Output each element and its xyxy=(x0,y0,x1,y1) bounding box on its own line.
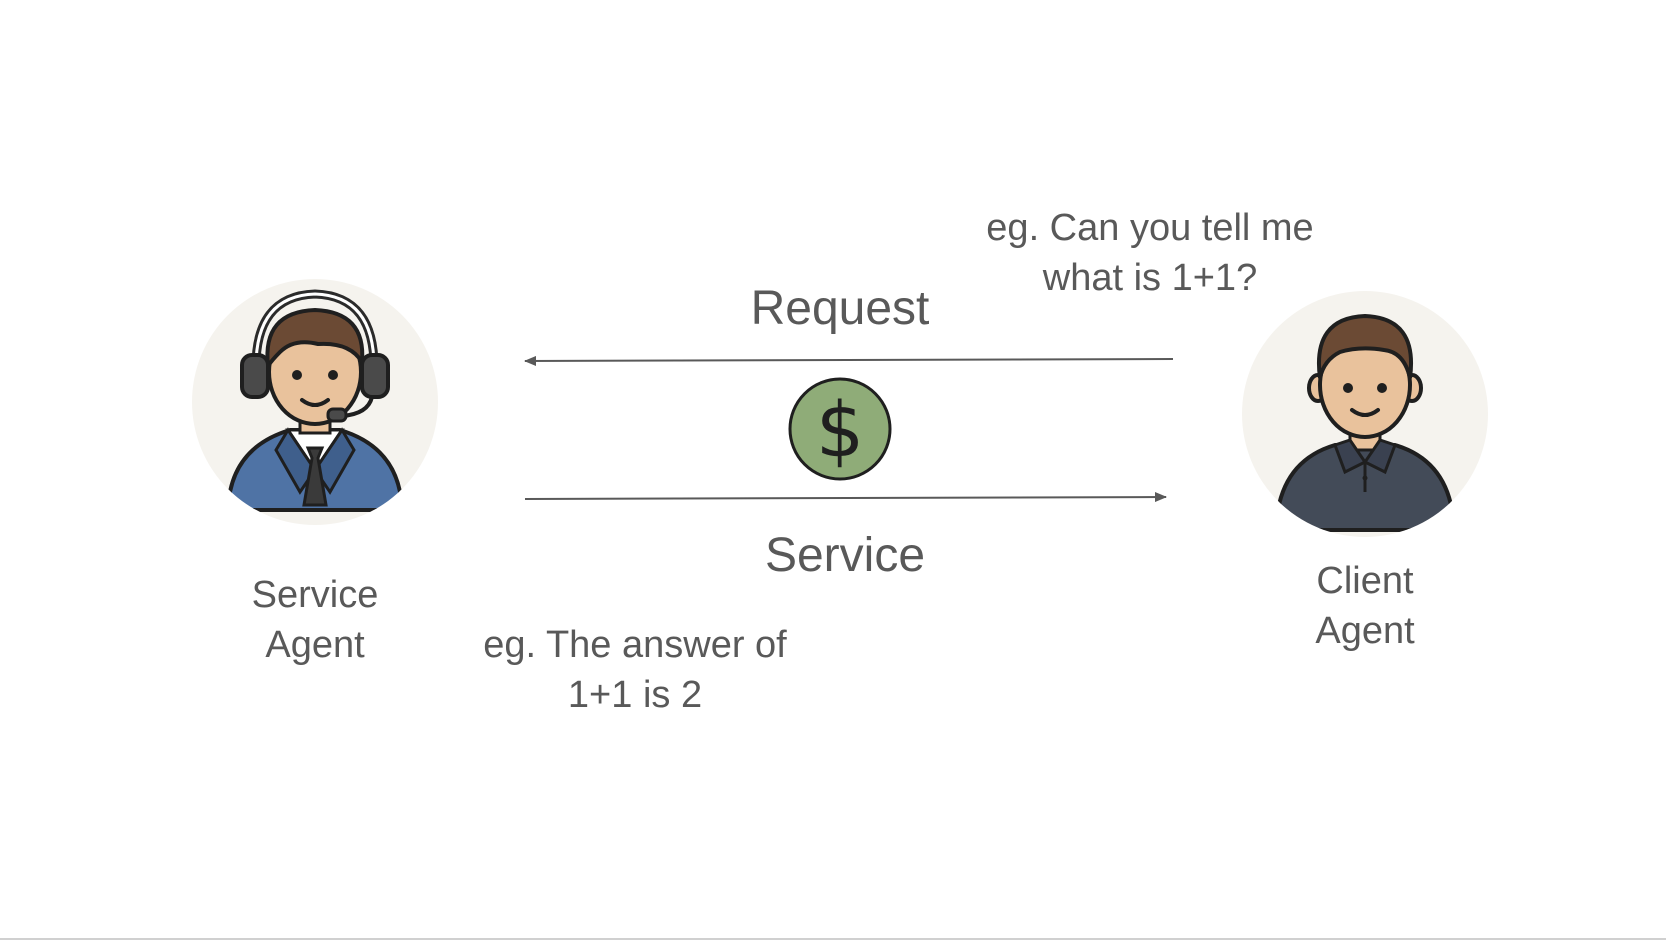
service-example-line-2: 1+1 is 2 xyxy=(567,674,703,716)
service-agent-label-line-2: Agent xyxy=(265,624,365,666)
service-label: Service xyxy=(764,529,926,582)
request-example: eg. Can you tell me what is 1+1? xyxy=(930,203,1370,303)
service-example: eg. The answer of 1+1 is 2 xyxy=(445,620,825,720)
service-example-line-1: eg. The answer of xyxy=(483,624,787,666)
service-arrow xyxy=(524,492,1167,503)
request-example-line-2: what is 1+1? xyxy=(1042,257,1258,299)
bottom-divider xyxy=(0,938,1666,940)
client-agent-icon xyxy=(1242,291,1488,537)
service-agent-icon xyxy=(192,279,438,525)
request-arrow xyxy=(524,355,1174,366)
client-agent-label-line-2: Agent xyxy=(1315,610,1415,652)
client-agent-label-line-1: Client xyxy=(1316,560,1414,602)
dollar-glyph: $ xyxy=(816,385,864,474)
client-agent-label: Client Agent xyxy=(1265,556,1465,656)
request-label: Request xyxy=(750,282,930,335)
request-example-line-1: eg. Can you tell me xyxy=(986,207,1314,249)
service-agent-label-line-1: Service xyxy=(251,574,379,616)
dollar-coin-icon: $ xyxy=(788,377,892,481)
service-agent-label: Service Agent xyxy=(215,570,415,670)
